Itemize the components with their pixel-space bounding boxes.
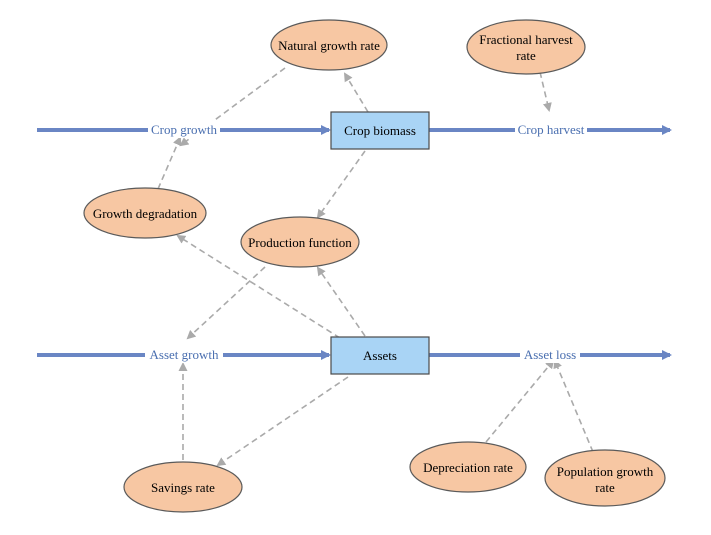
link-assets-to-growth-degradation bbox=[176, 234, 341, 339]
aux-natural-growth-rate[interactable]: Natural growth rate bbox=[270, 19, 388, 71]
aux-savings-rate[interactable]: Savings rate bbox=[123, 461, 243, 513]
link-depreciation-rate-to-asset-loss bbox=[485, 359, 555, 443]
growth-degradation-label: Growth degradation bbox=[93, 206, 198, 221]
fractional-harvest-rate-label-line1: Fractional harvest bbox=[479, 32, 573, 47]
flow-labels: Crop growth Crop harvest Asset growth As… bbox=[145, 121, 587, 363]
depreciation-rate-label: Depreciation rate bbox=[423, 460, 513, 475]
crop-harvest-label: Crop harvest bbox=[518, 122, 585, 137]
link-crop-biomass-to-natural-growth-rate bbox=[343, 72, 369, 113]
aux-depreciation-rate[interactable]: Depreciation rate bbox=[409, 441, 527, 493]
crop-biomass-label: Crop biomass bbox=[344, 123, 416, 138]
stock-assets[interactable]: Assets bbox=[330, 336, 430, 375]
aux-growth-degradation[interactable]: Growth degradation bbox=[83, 187, 207, 239]
link-natural-growth-rate-to-crop-growth bbox=[179, 67, 286, 147]
crop-growth-label: Crop growth bbox=[151, 122, 218, 137]
population-growth-rate-label-line2: rate bbox=[595, 480, 615, 495]
aux-population-growth-rate[interactable]: Population growth rate bbox=[544, 449, 666, 507]
link-growth-degradation-to-crop-growth bbox=[157, 136, 182, 190]
information-links bbox=[157, 67, 594, 467]
link-production-function-to-asset-growth bbox=[186, 266, 266, 340]
aux-fractional-harvest-rate[interactable]: Fractional harvest rate bbox=[466, 19, 586, 75]
link-fractional-harvest-rate-to-crop-harvest bbox=[539, 71, 552, 112]
asset-growth-label: Asset growth bbox=[150, 347, 219, 362]
link-assets-to-savings-rate bbox=[216, 376, 349, 467]
savings-rate-label: Savings rate bbox=[151, 480, 215, 495]
fractional-harvest-rate-label-line2: rate bbox=[516, 48, 536, 63]
asset-loss-label: Asset loss bbox=[524, 347, 576, 362]
aux-production-function[interactable]: Production function bbox=[240, 216, 360, 268]
population-growth-rate-label-line1: Population growth bbox=[557, 464, 654, 479]
stock-crop-biomass[interactable]: Crop biomass bbox=[330, 111, 430, 150]
link-population-growth-rate-to-asset-loss bbox=[553, 359, 594, 453]
link-assets-to-production-function bbox=[316, 266, 366, 337]
natural-growth-rate-label: Natural growth rate bbox=[278, 38, 380, 53]
production-function-label: Production function bbox=[248, 235, 352, 250]
link-crop-biomass-to-production-function bbox=[316, 150, 366, 219]
assets-label: Assets bbox=[363, 348, 397, 363]
